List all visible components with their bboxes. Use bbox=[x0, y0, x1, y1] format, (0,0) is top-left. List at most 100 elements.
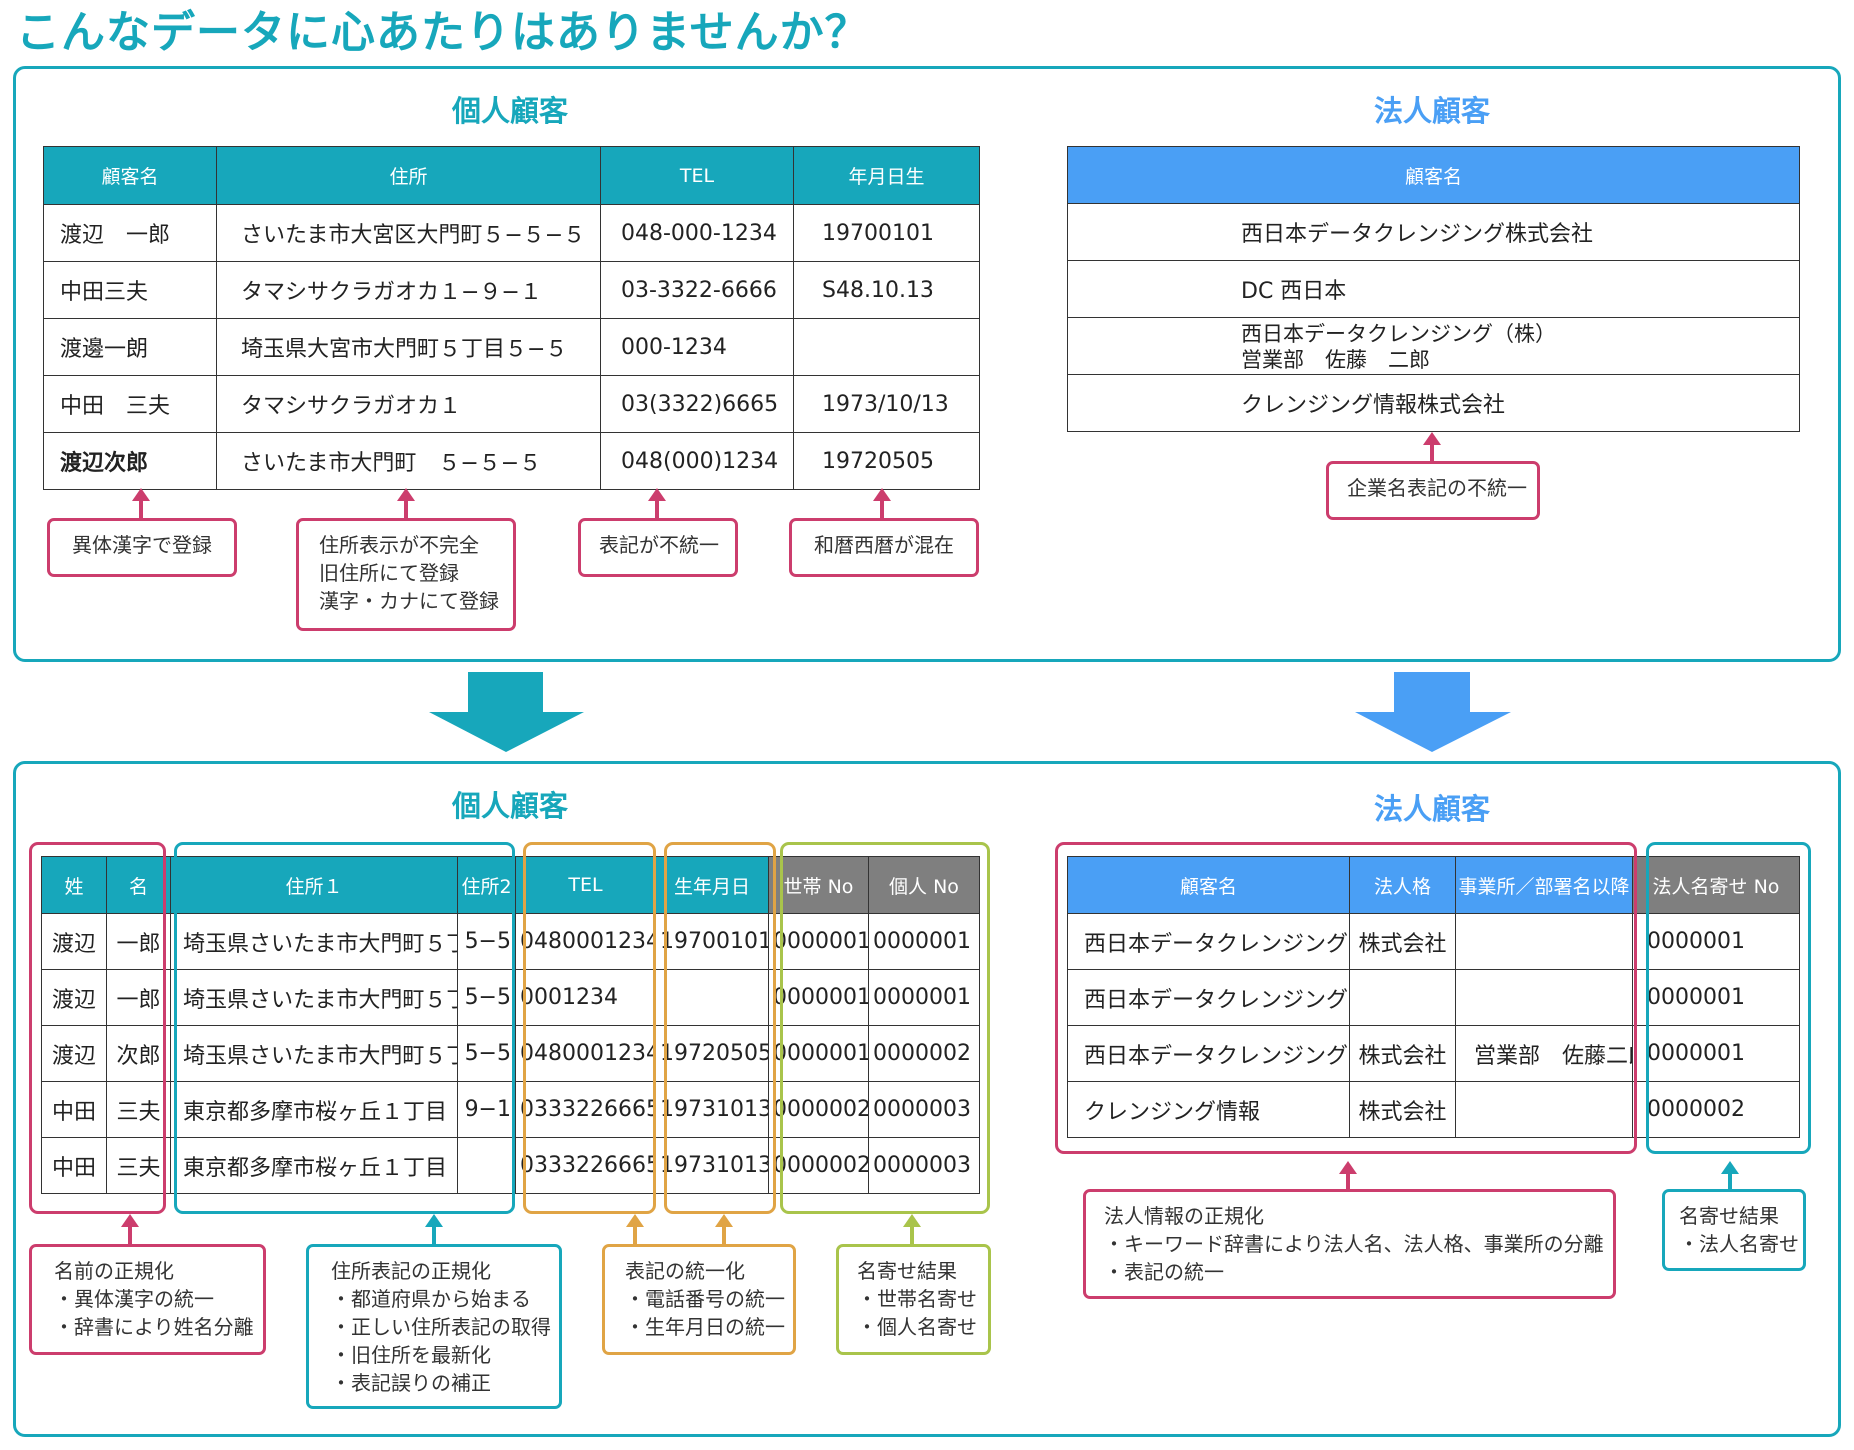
table-cell: 0000001 bbox=[1632, 969, 1800, 1026]
after-corporate-title: 法人顧客 bbox=[1373, 792, 1490, 826]
highlight-corporate-match-column bbox=[1646, 842, 1811, 1154]
highlight-tel-column bbox=[523, 842, 656, 1214]
table-row: DC 西日本 bbox=[1067, 260, 1800, 318]
column-header: 顧客名 bbox=[43, 146, 217, 205]
note-line: 異体漢字で登録 bbox=[72, 533, 212, 557]
table-cell: 0000002 bbox=[1632, 1081, 1800, 1138]
table-cell: 株式会社 bbox=[1349, 1081, 1456, 1138]
note-line: ・法人名寄せ bbox=[1679, 1232, 1799, 1256]
table-cell: 東京都多摩市桜ヶ丘１丁目 bbox=[170, 1137, 458, 1194]
column-header: 住所2 bbox=[457, 856, 516, 914]
note-corporate-normalize: 法人情報の正規化 ・キーワード辞書により法人名、法人格、事業所の分離 ・表記の統… bbox=[1083, 1189, 1616, 1299]
table-cell: 西日本データクレンジング（株） 営業部 佐藤 二郎 bbox=[1067, 317, 1800, 375]
table-cell: 0000002 bbox=[868, 1025, 980, 1082]
table-cell: 株式会社 bbox=[1349, 913, 1456, 970]
note-corporate-name: 企業名表記の不統一 bbox=[1326, 461, 1540, 520]
table-cell: 048(000)1234 bbox=[600, 432, 794, 490]
note-line: 名寄せ結果 bbox=[1679, 1204, 1779, 1228]
table-header-row: 顧客名 bbox=[1067, 146, 1800, 204]
after-corporate-table: 顧客名 法人格 事業所／部署名以降 法人名寄せ No 西日本データクレンジング … bbox=[1067, 856, 1800, 1138]
column-header: 法人名寄せ No bbox=[1632, 856, 1800, 914]
table-cell: 000-1234 bbox=[600, 318, 794, 376]
table-cell: 0000001 bbox=[768, 913, 869, 970]
note-line: ・異体漢字の統一 bbox=[54, 1287, 214, 1311]
table-cell: タマシサクラガオカ１ bbox=[216, 375, 601, 433]
table-cell: クレンジング情報株式会社 bbox=[1067, 374, 1800, 432]
note-line: ・電話番号の統一 bbox=[625, 1287, 785, 1311]
note-address: 住所表示が不完全 旧住所にて登録 漢字・カナにて登録 bbox=[296, 518, 516, 631]
table-cell: 0333226665 bbox=[515, 1081, 656, 1138]
before-corporate-table: 顧客名 西日本データクレンジング株式会社 DC 西日本 西日本データクレンジング… bbox=[1067, 146, 1800, 432]
column-header: 法人格 bbox=[1349, 856, 1456, 914]
table-cell: 0000001 bbox=[868, 969, 980, 1026]
column-header: 生年月日 bbox=[655, 856, 769, 914]
table-cell: 次郎 bbox=[106, 1025, 171, 1082]
note-line: ・世帯名寄せ bbox=[857, 1287, 977, 1311]
table-cell: 中田 三夫 bbox=[43, 375, 217, 433]
table-row: 渡邊一朗 埼玉県大宮市大門町５丁目５−５ 000-1234 bbox=[43, 318, 980, 376]
highlight-name-columns bbox=[29, 842, 166, 1214]
note-format-unify: 表記の統一化 ・電話番号の統一 ・生年月日の統一 bbox=[602, 1244, 796, 1355]
before-personal-table: 顧客名 住所 TEL 年月日生 渡辺 一郎 さいたま市大宮区大門町５−５−５ 0… bbox=[43, 146, 980, 490]
table-cell: 0480001234 bbox=[515, 1025, 656, 1082]
note-line: 旧住所にて登録 bbox=[319, 561, 459, 585]
table-cell: 0000001 bbox=[768, 969, 869, 1026]
table-cell: 5−5 bbox=[457, 969, 516, 1026]
table-row: 中田三夫 タマシサクラガオカ１−９−１ 03-3322-6666 S48.10.… bbox=[43, 261, 980, 319]
table-cell bbox=[457, 1137, 516, 1194]
table-header-row: 姓 名 住所１ 住所2 TEL 生年月日 世帯 No 個人 No bbox=[41, 856, 980, 914]
table-cell: 営業部 佐藤二郎 bbox=[1455, 1025, 1633, 1082]
table-cell: 中田 bbox=[41, 1137, 107, 1194]
table-cell: 西日本データクレンジング株式会社 bbox=[1067, 203, 1800, 261]
note-line: 住所表記の正規化 bbox=[331, 1259, 491, 1283]
note-line: 名前の正規化 bbox=[54, 1259, 174, 1283]
note-line: ・正しい住所表記の取得 bbox=[331, 1315, 551, 1339]
table-cell: 西日本データクレンジング bbox=[1067, 969, 1350, 1026]
highlight-address-columns bbox=[174, 842, 515, 1214]
before-personal-title: 個人顧客 bbox=[451, 94, 568, 128]
cell-line: 西日本データクレンジング（株） bbox=[1241, 322, 1556, 346]
note-household-match: 名寄せ結果 ・世帯名寄せ ・個人名寄せ bbox=[836, 1244, 991, 1355]
note-line: ・表記誤りの補正 bbox=[331, 1371, 491, 1395]
column-header: 事業所／部署名以降 bbox=[1455, 856, 1633, 914]
table-header-row: 顧客名 住所 TEL 年月日生 bbox=[43, 146, 980, 205]
table-cell: さいたま市大門町 ５−５−５ bbox=[216, 432, 601, 490]
note-address-normalize: 住所表記の正規化 ・都道府県から始まる ・正しい住所表記の取得 ・旧住所を最新化… bbox=[306, 1244, 562, 1409]
table-cell: 19720505 bbox=[793, 432, 980, 490]
table-cell: さいたま市大宮区大門町５−５−５ bbox=[216, 204, 601, 262]
table-cell: 中田三夫 bbox=[43, 261, 217, 319]
column-header: TEL bbox=[600, 146, 794, 205]
after-personal-title: 個人顧客 bbox=[451, 789, 568, 823]
note-tel: 表記が不統一 bbox=[578, 518, 738, 577]
table-cell: 渡辺 bbox=[41, 913, 107, 970]
table-cell: 03-3322-6666 bbox=[600, 261, 794, 319]
table-header-row: 顧客名 法人格 事業所／部署名以降 法人名寄せ No bbox=[1067, 856, 1800, 914]
table-cell: 19731013 bbox=[655, 1137, 769, 1194]
down-arrow-icon bbox=[1355, 672, 1511, 752]
column-header: 住所 bbox=[216, 146, 601, 205]
page-title: こんなデータに心あたりはありませんか？ bbox=[16, 7, 870, 58]
note-line: ・都道府県から始まる bbox=[331, 1287, 531, 1311]
cell-line: 営業部 佐藤 二郎 bbox=[1241, 348, 1430, 372]
table-cell: 0000001 bbox=[768, 1025, 869, 1082]
table-cell: 西日本データクレンジング bbox=[1067, 1025, 1350, 1082]
note-line: 住所表示が不完全 bbox=[319, 533, 479, 557]
note-line: ・生年月日の統一 bbox=[625, 1315, 785, 1339]
table-cell: 三夫 bbox=[106, 1137, 171, 1194]
table-cell: 0333226665 bbox=[515, 1137, 656, 1194]
table-cell: 19700101 bbox=[793, 204, 980, 262]
table-cell: S48.10.13 bbox=[793, 261, 980, 319]
note-line: 和暦西暦が混在 bbox=[814, 533, 954, 557]
table-cell: 西日本データクレンジング bbox=[1067, 913, 1350, 970]
table-row: 西日本データクレンジング 株式会社 営業部 佐藤二郎 0000001 bbox=[1067, 1025, 1800, 1082]
table-row: 西日本データクレンジング株式会社 bbox=[1067, 203, 1800, 261]
table-row: 中田 三夫 タマシサクラガオカ１ 03(3322)6665 1973/10/13 bbox=[43, 375, 980, 433]
note-date: 和暦西暦が混在 bbox=[789, 518, 979, 577]
after-personal-table: 姓 名 住所１ 住所2 TEL 生年月日 世帯 No 個人 No 渡辺 一郎 埼… bbox=[41, 856, 980, 1194]
table-cell: 1973/10/13 bbox=[793, 375, 980, 433]
note-line: ・個人名寄せ bbox=[857, 1315, 977, 1339]
table-cell: 19720505 bbox=[655, 1025, 769, 1082]
note-line: 表記が不統一 bbox=[599, 533, 719, 557]
note-line: ・表記の統一 bbox=[1104, 1260, 1224, 1284]
highlight-birthdate-column bbox=[664, 842, 776, 1214]
